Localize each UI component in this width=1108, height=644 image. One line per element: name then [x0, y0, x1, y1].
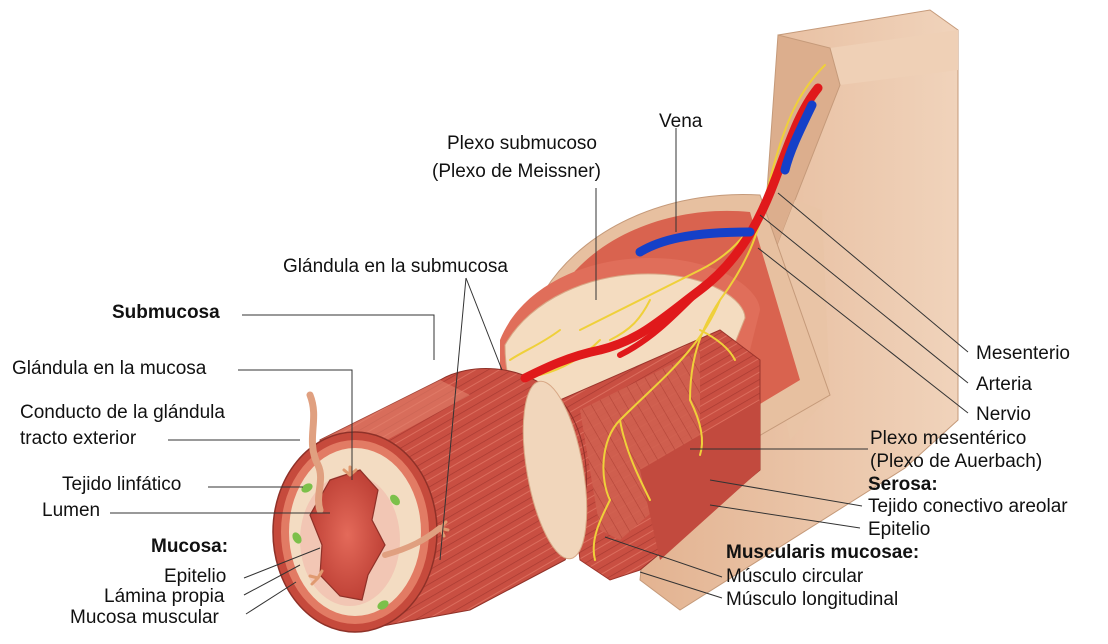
label-tejido-conectivo: Tejido conectivo areolar [868, 496, 1068, 517]
label-nervio: Nervio [976, 404, 1031, 425]
label-glandula-mucosa: Glándula en la mucosa [12, 358, 207, 379]
label-mesenterio: Mesenterio [976, 343, 1070, 364]
label-lumen: Lumen [42, 500, 100, 521]
label-conducto-line1: Conducto de la glándula [20, 402, 225, 423]
label-plexo-auerbach: (Plexo de Auerbach) [870, 451, 1042, 472]
label-plexo-submucoso: Plexo submucoso [447, 133, 597, 154]
label-lamina-propia: Lámina propia [104, 586, 225, 607]
label-glandula-submucosa: Glándula en la submucosa [283, 256, 508, 277]
label-epitelio-mucosa: Epitelio [164, 566, 226, 587]
label-mucosa: Mucosa: [151, 536, 228, 557]
label-conducto-line2: tracto exterior [20, 428, 137, 449]
label-tejido-linfatico: Tejido linfático [62, 474, 181, 495]
label-serosa: Serosa: [868, 474, 938, 495]
label-musculo-circular: Músculo circular [726, 566, 864, 587]
label-arteria: Arteria [976, 374, 1032, 395]
label-epitelio-serosa: Epitelio [868, 519, 930, 540]
label-mucosa-muscular: Mucosa muscular [70, 607, 220, 628]
label-muscularis-mucosae: Muscularis mucosae: [726, 542, 919, 563]
label-submucosa: Submucosa [112, 302, 220, 323]
label-plexo-mesenterico: Plexo mesentérico [870, 428, 1026, 449]
label-plexo-meissner: (Plexo de Meissner) [432, 161, 601, 182]
label-vena: Vena [659, 111, 703, 132]
label-musculo-longitudinal: Músculo longitudinal [726, 589, 898, 610]
